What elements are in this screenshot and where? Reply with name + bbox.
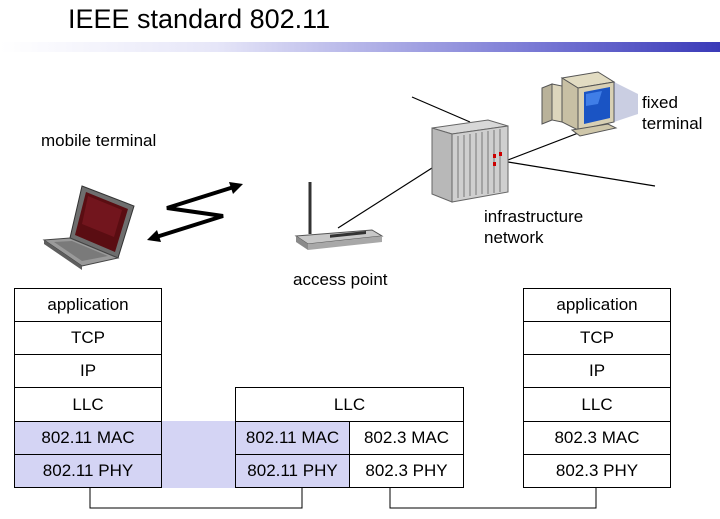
wireless-link-icon xyxy=(147,182,243,242)
fixed-stack-llc: LLC xyxy=(523,387,671,422)
ap-stack-wired-phy: 802.3 PHY xyxy=(349,454,464,488)
mobile-stack-tcp: TCP xyxy=(14,321,162,355)
ap-stack-wireless-phy: 802.11 PHY xyxy=(235,454,350,488)
fixed-stack-tcp: TCP xyxy=(523,321,671,355)
title-underline-bar xyxy=(0,42,720,52)
mobile-stack-ip: IP xyxy=(14,354,162,388)
laptop-icon xyxy=(42,185,135,270)
fixed-stack-application: application xyxy=(523,288,671,322)
access-point-label: access point xyxy=(293,270,388,289)
ap-stack-wired-mac: 802.3 MAC xyxy=(349,421,464,455)
mobile-terminal-label: mobile terminal xyxy=(41,131,157,150)
access-point-icon xyxy=(294,182,384,250)
mobile-stack-phy: 802.11 PHY xyxy=(14,454,162,488)
fixed-stack-ip: IP xyxy=(523,354,671,388)
desktop-computer-icon xyxy=(541,71,638,137)
infrastructure-network-label-line1: infrastructure xyxy=(484,207,584,226)
ap-stack-wireless-mac: 802.11 MAC xyxy=(235,421,350,455)
wireless-medium-highlight xyxy=(161,421,236,488)
fixed-terminal-label-line2: terminal xyxy=(642,114,703,133)
fixed-stack-mac: 802.3 MAC xyxy=(523,421,671,455)
fixed-terminal-label-line1: fixed xyxy=(642,93,678,112)
network-switch-icon xyxy=(431,119,509,203)
mobile-stack-llc: LLC xyxy=(14,387,162,422)
infrastructure-network-label-line2: network xyxy=(484,228,544,247)
mobile-stack-application: application xyxy=(14,288,162,322)
fixed-stack-phy: 802.3 PHY xyxy=(523,454,671,488)
diagram-title: IEEE standard 802.11 xyxy=(68,4,331,34)
mobile-stack-mac: 802.11 MAC xyxy=(14,421,162,455)
ap-stack-llc: LLC xyxy=(235,387,464,422)
